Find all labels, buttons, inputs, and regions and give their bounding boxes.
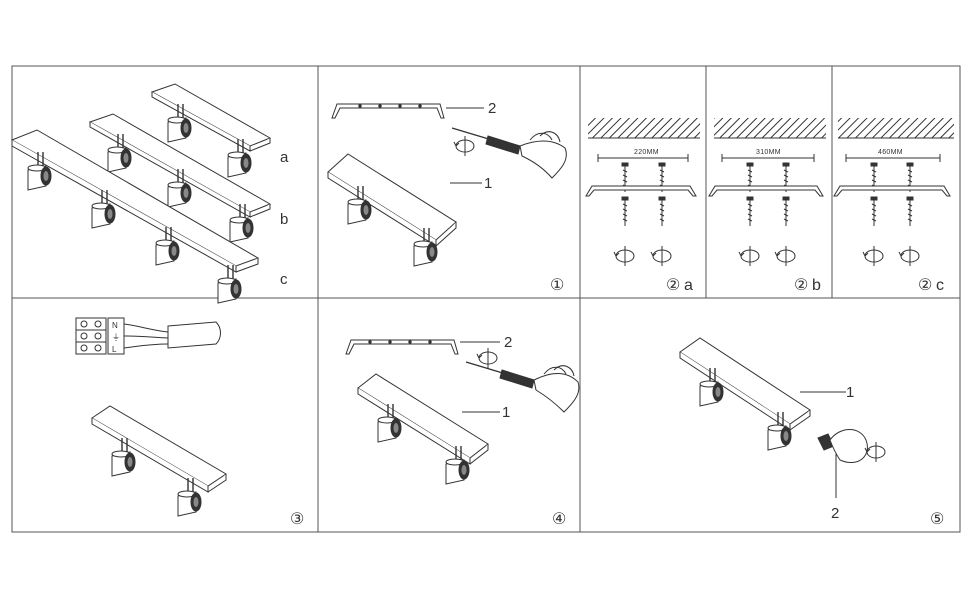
step5-number: ⑤ — [930, 511, 944, 528]
power-cable — [123, 321, 221, 349]
rotate-icon — [453, 135, 475, 157]
panel-step-2a: 220MM ② a — [585, 118, 700, 294]
rotate-icon — [864, 441, 886, 463]
step2a-number: ② — [666, 277, 680, 294]
mounting-bracket — [585, 185, 697, 197]
step4-label-rail: 1 — [502, 404, 510, 421]
step5-label-bulb: 2 — [831, 505, 839, 522]
rotate-icon — [650, 245, 672, 267]
rail — [357, 373, 489, 485]
ceiling-hatch — [588, 118, 700, 138]
mounting-bracket — [708, 185, 824, 197]
panel-step-3: N ⏚ L ③ — [75, 317, 304, 528]
step4-label-bracket: 2 — [504, 334, 512, 351]
screwdriver-icon — [451, 127, 567, 179]
rail-model-a — [150, 83, 272, 178]
terminal-block: N ⏚ L — [75, 317, 125, 355]
panel-step-5: 1 2 ⑤ — [679, 337, 944, 528]
step2b-number: ② — [794, 277, 808, 294]
ceiling-hatch — [838, 118, 954, 138]
rotate-icon — [613, 245, 635, 267]
dimension-460: 460MM — [878, 149, 903, 156]
terminal-n: N — [112, 321, 118, 330]
mounting-bracket — [331, 103, 445, 119]
model-label-c: c — [280, 271, 288, 288]
step2c-suffix: c — [936, 277, 944, 294]
rotate-icon — [476, 347, 498, 369]
mounting-bracket — [345, 339, 459, 355]
rotate-icon — [898, 245, 920, 267]
rotate-icon — [862, 245, 884, 267]
step3-number: ③ — [290, 511, 304, 528]
step1-number: ① — [550, 277, 564, 294]
ceiling-hatch — [714, 118, 826, 138]
step1-label-rail: 1 — [484, 175, 492, 192]
panel-step-1: 2 1 ① — [327, 100, 567, 294]
screwdriver-icon — [465, 361, 580, 413]
light-bulb-icon — [817, 429, 868, 463]
step5-label-rail: 1 — [846, 384, 854, 401]
model-label-b: b — [280, 211, 288, 228]
mounting-bracket — [833, 185, 951, 197]
model-label-a: a — [280, 149, 289, 166]
step4-number: ④ — [552, 511, 566, 528]
rail-model-c — [10, 129, 260, 304]
panel-step-4: 2 1 ④ — [345, 334, 580, 528]
terminal-earth: ⏚ — [112, 333, 120, 342]
rotate-icon — [774, 245, 796, 267]
rail — [679, 337, 811, 451]
panel-grid — [11, 65, 961, 533]
step2c-number: ② — [918, 277, 932, 294]
panel-models: a b c — [10, 83, 289, 304]
rail-model-b — [88, 113, 272, 243]
step2b-suffix: b — [812, 277, 821, 294]
rail — [91, 405, 227, 517]
step1-label-bracket: 2 — [488, 100, 496, 117]
rotate-icon — [738, 245, 760, 267]
panel-step-2b: 310MM ② b — [708, 118, 826, 294]
terminal-l: L — [112, 345, 117, 354]
dimension-310: 310MM — [756, 149, 781, 156]
dimension-220: 220MM — [634, 149, 659, 156]
panel-step-2c: 460MM ② c — [833, 118, 954, 294]
rail — [327, 153, 457, 267]
step2a-suffix: a — [684, 277, 693, 294]
